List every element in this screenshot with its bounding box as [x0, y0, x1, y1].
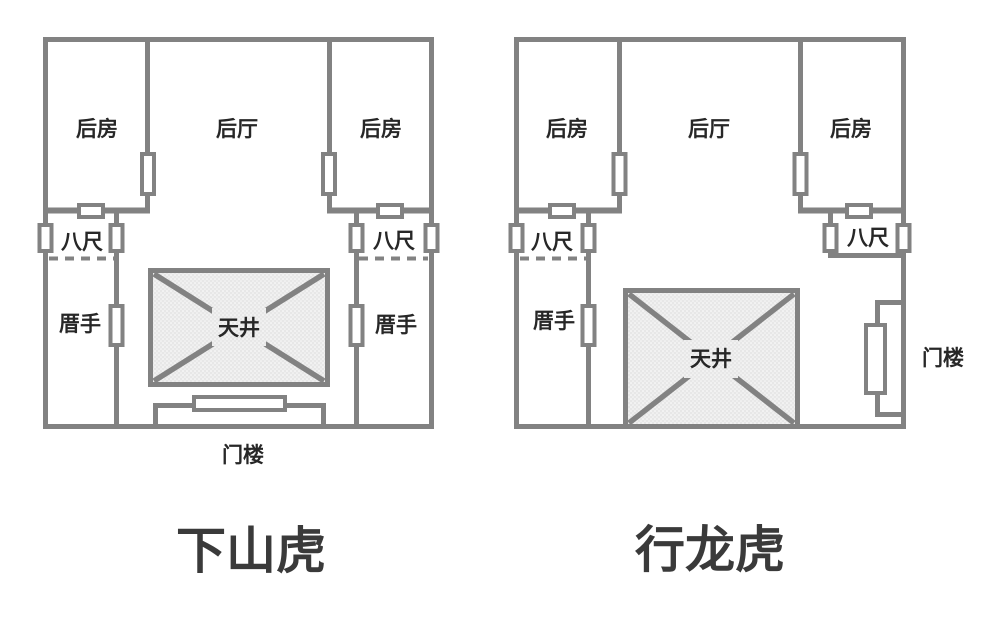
plan-caption-xiashanhu: 下山虎 [176, 523, 326, 579]
room-label-gatehouse: 门楼 [922, 346, 964, 370]
gatehouse-door [192, 395, 287, 412]
door-opening [548, 203, 576, 219]
room-label-bachi-right: 八尺 [373, 230, 415, 253]
door-opening [140, 152, 156, 196]
door-opening [108, 223, 125, 253]
room-label-back-room-right: 后房 [360, 117, 402, 141]
door-opening [580, 223, 597, 253]
room-label-cuoshou-left: 厝手 [59, 313, 101, 336]
courtyard-label-backing [684, 340, 738, 378]
room-label-bachi-left: 八尺 [531, 231, 573, 254]
plan-xinglonghu: 后房 后厅 后房 八尺 八尺 厝手 天井 门楼 行龙虎 [508, 37, 964, 578]
door-opening [895, 223, 912, 253]
door-opening [611, 152, 628, 196]
door-opening [423, 223, 440, 253]
door-opening [37, 223, 54, 253]
room-label-cuoshou-right: 厝手 [375, 314, 417, 337]
door-opening [108, 304, 125, 347]
room-label-cuoshou-left: 厝手 [533, 310, 575, 333]
plan-xiashanhu: 后房 后厅 后房 八尺 八尺 厝手 厝手 天井 门楼 下山虎 [37, 37, 440, 579]
room-label-gatehouse: 门楼 [222, 443, 264, 467]
room-label-back-room-left: 后房 [76, 117, 118, 141]
door-opening [348, 223, 365, 253]
plan-caption-xinglonghu: 行龙虎 [635, 522, 785, 578]
door-opening [580, 304, 597, 347]
room-label-bachi-right: 八尺 [847, 227, 889, 250]
door-opening [321, 152, 337, 196]
door-opening [348, 304, 365, 347]
room-label-bachi-left: 八尺 [61, 231, 103, 254]
door-opening [822, 223, 839, 253]
room-label-courtyard: 天井 [690, 348, 732, 371]
room-label-back-room-left: 后房 [546, 117, 588, 141]
door-opening [845, 203, 873, 219]
room-label-back-room-right: 后房 [830, 117, 872, 141]
door-opening [376, 203, 404, 219]
room-label-back-hall: 后厅 [688, 118, 730, 141]
room-label-courtyard: 天井 [218, 317, 260, 340]
gatehouse-door [864, 323, 887, 395]
door-opening [792, 152, 809, 196]
room-label-back-hall: 后厅 [216, 118, 258, 141]
courtyard-label-backing [212, 308, 266, 346]
door-opening [77, 203, 105, 219]
door-opening [508, 223, 525, 253]
